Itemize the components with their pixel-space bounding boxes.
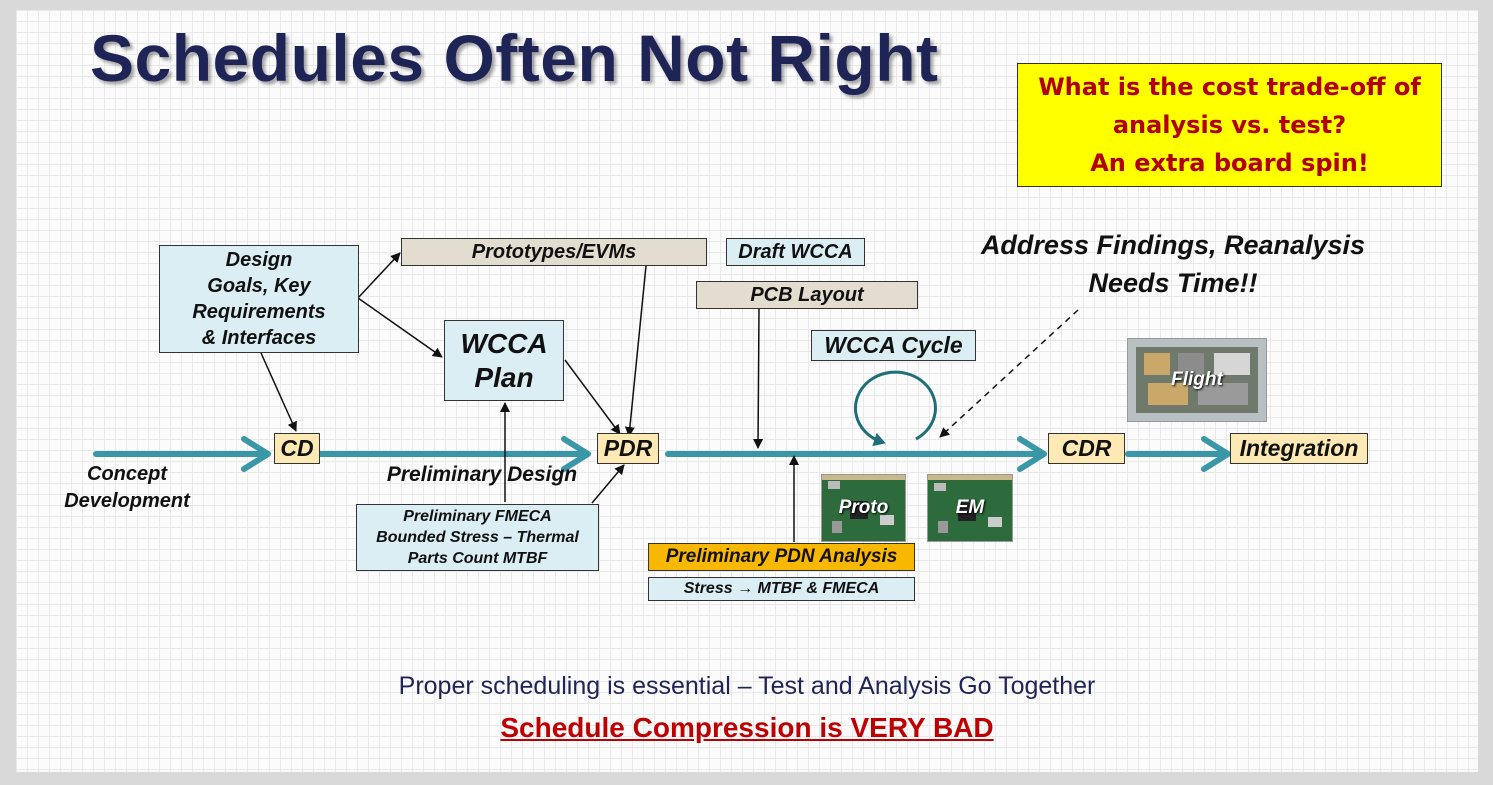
connector <box>357 297 443 358</box>
pcb-layout-box: PCB Layout <box>696 281 918 309</box>
connector <box>624 265 647 437</box>
wcca-plan-box: WCCA Plan <box>444 320 564 401</box>
proto-label: Proto <box>838 497 889 518</box>
wcca-cycle-box: WCCA Cycle <box>811 330 976 361</box>
preliminary-fmeca-box: Preliminary FMECA Bounded Stress – Therm… <box>356 504 599 571</box>
preliminary-pdn-box: Preliminary PDN Analysis <box>648 543 915 571</box>
stress-mtbf-box: Stress → MTBF & FMECA <box>648 577 915 601</box>
milestone-cdr: CDR <box>1048 433 1125 464</box>
callout-line: What is the cost trade-off of <box>1038 73 1421 101</box>
design-goals-box: Design Goals, Key Requirements & Interfa… <box>159 245 359 353</box>
cost-tradeoff-callout: What is the cost trade-off of analysis v… <box>1017 63 1442 187</box>
connector <box>260 352 297 432</box>
concept-development-label: Concept Development <box>64 463 190 512</box>
em-label: EM <box>955 497 985 518</box>
milestone-pdr: PDR <box>597 433 659 464</box>
callout-line: An extra board spin! <box>1090 149 1369 177</box>
slide: Schedules Often Not Right What is the co… <box>16 10 1478 772</box>
preliminary-design-label: Preliminary Design <box>386 463 578 486</box>
address-findings-label: Address Findings, Reanalysis Needs Time!… <box>980 230 1366 298</box>
connector <box>939 309 1079 438</box>
em-board-image: EM <box>927 474 1013 542</box>
footer-warning: Schedule Compression is VERY BAD <box>500 712 994 743</box>
connector <box>591 464 625 504</box>
callout-line: analysis vs. test? <box>1112 111 1347 139</box>
cycle-arrow <box>854 370 937 447</box>
proto-board-image: Proto <box>821 474 906 542</box>
flow-connectors <box>93 252 1231 542</box>
connector <box>357 252 401 299</box>
footer-note: Proper scheduling is essential – Test an… <box>398 672 1096 700</box>
connector <box>564 359 621 435</box>
flight-board-image: Flight <box>1127 338 1267 422</box>
draft-wcca-box: Draft WCCA <box>726 238 865 266</box>
milestone-cd: CD <box>274 433 320 464</box>
prototypes-evms-box: Prototypes/EVMs <box>401 238 707 266</box>
flight-label: Flight <box>1171 369 1223 390</box>
connector <box>753 307 764 449</box>
milestone-integration: Integration <box>1230 433 1368 464</box>
timeline-arrow <box>93 436 1231 472</box>
slide-title: Schedules Often Not Right <box>90 21 939 95</box>
